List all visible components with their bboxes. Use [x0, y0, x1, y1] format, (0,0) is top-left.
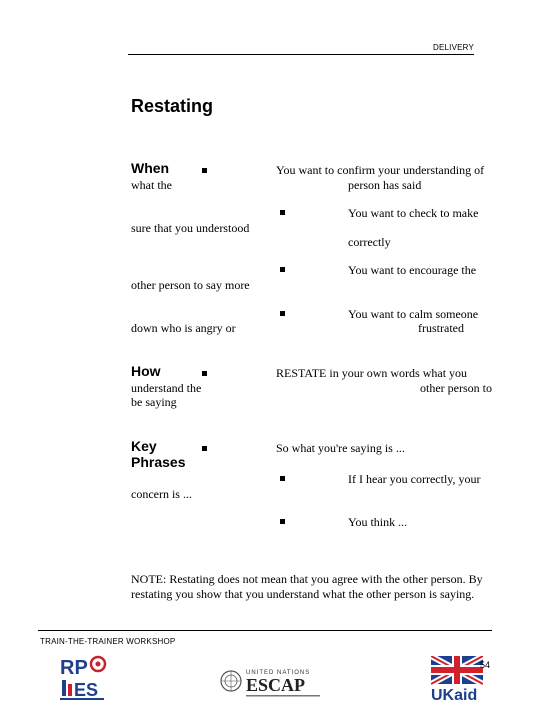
when-item-4-line-2: frustrated	[418, 321, 464, 335]
bullet-icon	[202, 371, 207, 376]
how-line-2: other person to	[420, 381, 492, 395]
when-left-3: other person to say more	[131, 278, 250, 292]
bullet-icon	[280, 311, 285, 316]
how-left-2: be saying	[131, 395, 177, 409]
page-title: Restating	[131, 96, 214, 116]
when-left-4: down who is angry or	[131, 321, 236, 335]
bullet-icon	[280, 210, 285, 215]
footer-label: TRAIN-THE-TRAINER WORKSHOP	[40, 637, 176, 646]
key-phrase-left: concern is ...	[131, 487, 192, 501]
escap-logo: UNITED NATIONS ESCAP	[220, 670, 320, 697]
term-key: Key	[131, 438, 157, 454]
term-when: When	[131, 160, 170, 176]
ukaid-logo: UKaid	[431, 656, 483, 704]
term-how: How	[131, 363, 161, 379]
note-text: NOTE: Restating does not mean that you a…	[131, 572, 483, 601]
bullet-icon	[280, 476, 285, 481]
key-phrase-2: You think ...	[348, 515, 408, 529]
when-item-1-line-2: person has said	[348, 178, 422, 192]
key-phrase-1: If I hear you correctly, your	[348, 472, 481, 486]
header-rule	[128, 54, 474, 55]
term-phrases: Phrases	[131, 454, 186, 470]
bullet-icon	[280, 519, 285, 524]
escap-logo-main: ESCAP	[246, 675, 305, 695]
when-item-3-line-1: You want to encourage the	[348, 263, 477, 277]
when-item-4-line-1: You want to calm someone	[348, 307, 479, 321]
how-line-1: RESTATE in your own words what you	[276, 366, 468, 380]
rpes-logo-top: RP	[60, 657, 88, 679]
how-left-1: understand the	[131, 381, 202, 395]
rpes-logo-bottom: ES	[74, 680, 98, 700]
ukaid-logo-text: UKaid	[431, 687, 477, 704]
bullet-icon	[202, 168, 207, 173]
when-item-1-line-1: You want to confirm your understanding o…	[276, 163, 485, 177]
bullet-icon	[202, 446, 207, 451]
when-left-2: sure that you understood	[131, 221, 250, 235]
rpes-logo: RP ES	[60, 655, 107, 700]
when-item-2-line-2: correctly	[348, 235, 391, 249]
footer-rule	[38, 630, 492, 631]
when-left-1: what the	[131, 178, 172, 192]
escap-logo-top: UNITED NATIONS	[246, 670, 310, 676]
page-number: 54	[480, 660, 491, 670]
bullet-icon	[280, 267, 285, 272]
header-label: DELIVERY	[433, 43, 475, 52]
when-item-2-line-1: You want to check to make	[348, 206, 479, 220]
key-phrase-intro: So what you're saying is ...	[276, 441, 405, 455]
